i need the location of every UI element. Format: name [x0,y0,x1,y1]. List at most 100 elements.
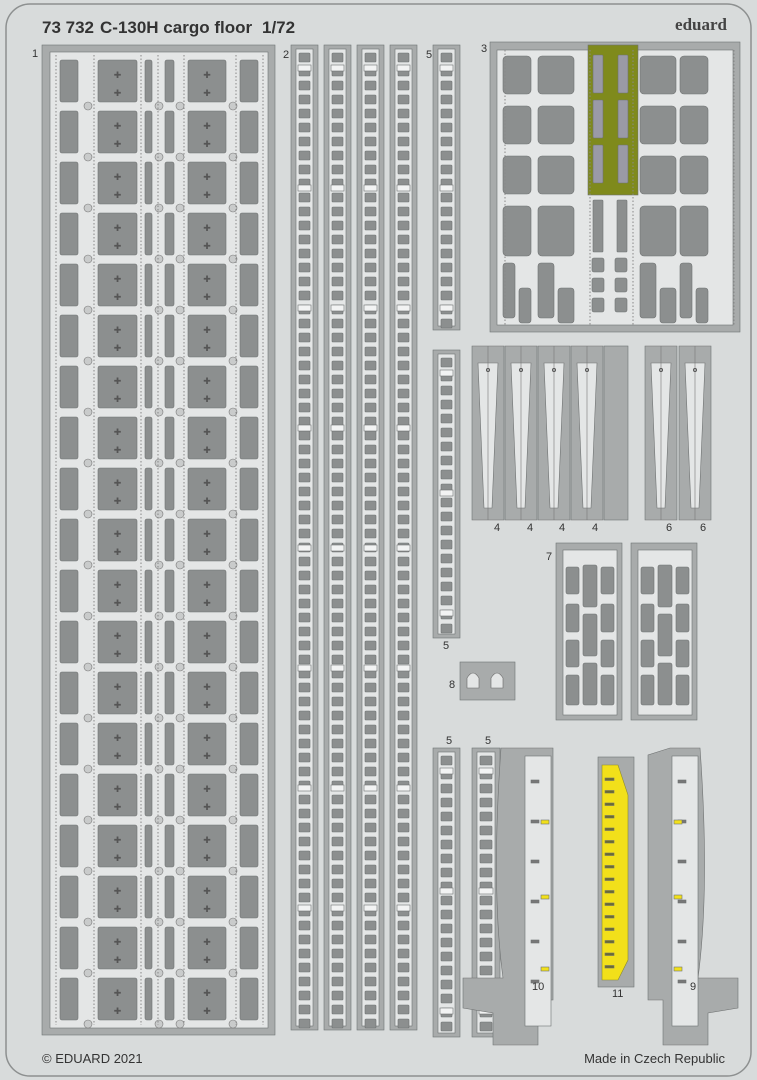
roller-slot [440,318,453,329]
part-label-4: 4 [592,522,598,534]
floor-panel [187,365,227,409]
tie-down-cross-icon: ✚ [203,547,211,557]
floor-panel [164,620,175,664]
roller-slot [331,80,344,91]
floor-panel [239,110,259,154]
floor-panel [239,671,259,715]
part-4-wedge [537,345,571,521]
roller-bracket [363,184,378,192]
roller-slot [440,150,453,161]
roller-slot [364,612,377,623]
tie-down-ring [175,713,185,723]
roller-slot [440,595,453,606]
part-4-wedge [504,345,538,521]
tie-down-ring [154,254,164,264]
roller-slot [298,94,311,105]
roller-slot [298,206,311,217]
roller-slot [331,794,344,805]
tie-down-ring [83,407,93,417]
tie-down-cross-icon: ✚ [114,988,122,998]
floor-panel [164,365,175,409]
roller-slot [364,528,377,539]
floor-panel [239,212,259,256]
roller-slot [397,710,410,721]
roller-slot [331,598,344,609]
roller-slot [298,584,311,595]
catalog-number: 73 732 [42,18,94,37]
roller-slot [440,797,453,808]
tie-down-ring [228,815,238,825]
roller-slot [298,640,311,651]
roller-slot [364,976,377,987]
floor-panel [144,824,153,868]
floor-panel [97,722,138,766]
tie-down-cross-icon: ✚ [203,784,211,794]
part-1-cargo-floor: ✚✚✚✚✚✚✚✚✚✚✚✚✚✚✚✚✚✚✚✚✚✚✚✚✚✚✚✚✚✚✚✚✚✚✚✚✚✚✚✚… [41,44,276,1036]
tie-down-cross-icon: ✚ [114,835,122,845]
tie-down-ring [175,968,185,978]
floor-panel [59,569,79,613]
tie-down-ring [228,866,238,876]
roller-slot [364,640,377,651]
tie-down-cross-icon: ✚ [114,682,122,692]
roller-slot [397,570,410,581]
part-label-5: 5 [446,735,452,747]
roller-slot [298,388,311,399]
roller-slot [397,934,410,945]
tie-down-ring [175,917,185,927]
roller-slot [331,234,344,245]
tie-down-ring [228,713,238,723]
roller-slot [440,290,453,301]
roller-slot [331,346,344,357]
part-1-surface [49,51,269,1029]
ramp-panel [679,55,709,95]
tie-down-ring [228,764,238,774]
floor-panel [97,671,138,715]
roller-slot [440,755,453,766]
tie-down-ring [228,611,238,621]
floor-panel [187,518,227,562]
floor-panel [239,518,259,562]
slot-mark [530,859,540,864]
roller-slot [364,948,377,959]
tie-down-ring [175,866,185,876]
tick-mark [604,777,615,781]
slot-mark [530,779,540,784]
tie-down-ring [228,917,238,927]
part-7-floor-section [630,542,698,721]
roller-slot [364,878,377,889]
roller-slot [364,122,377,133]
part-10-side-rail [462,747,554,1046]
bracket [466,672,480,689]
roller-slot [479,923,493,934]
yellow-marker [540,819,550,825]
tie-down-ring [154,662,164,672]
roller-slot [298,500,311,511]
part-11-yellow-body [601,764,629,981]
roller-bracket [363,544,378,552]
floor-panel [239,977,259,1021]
tie-down-ring [83,254,93,264]
roller-slot [298,318,311,329]
tie-down-ring [228,203,238,213]
roller-bracket [478,887,494,895]
roller-slot [364,164,377,175]
product-name: C-130H cargo floor [100,18,252,37]
tie-down-cross-icon: ✚ [114,190,122,200]
floor-panel [97,569,138,613]
roller-slot [440,80,453,91]
floor-panel [164,314,175,358]
floor-panel [187,671,227,715]
slot-mark [677,979,687,984]
tie-down-ring [175,152,185,162]
roller-slot [364,850,377,861]
hole [519,368,523,372]
roller-slot [298,486,311,497]
floor-panel [187,926,227,970]
roller-slot [440,539,453,550]
roller-slot [440,1021,453,1032]
floor-panel [97,161,138,205]
roller-slot [479,895,493,906]
floor-panel [164,926,175,970]
floor-panel [59,875,79,919]
